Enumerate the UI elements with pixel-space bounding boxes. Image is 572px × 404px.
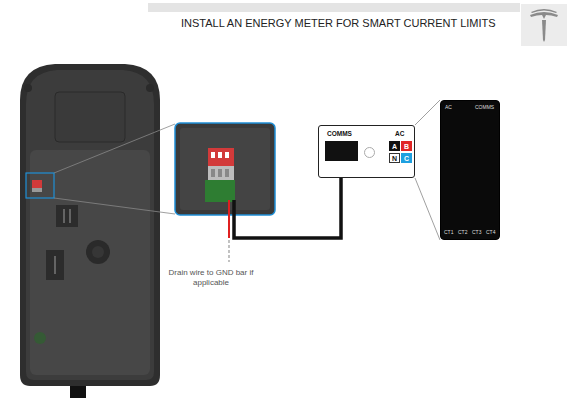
header-band [148, 3, 520, 12]
zoom-line [415, 100, 440, 125]
node-text: N [390, 154, 399, 162]
indicator-circle [364, 147, 375, 158]
terminal-c: C [401, 153, 412, 163]
comms-port [325, 141, 358, 161]
tesla-logo [530, 9, 558, 42]
drain-leader [228, 240, 229, 262]
page-title: INSTALL AN ENERGY METER FOR SMART CURREN… [181, 18, 496, 29]
meter-enlarged: AC COMMS CT1 CT2 CT3 CT4 [440, 100, 500, 240]
node-text: CT2 [458, 230, 467, 235]
node-text: CT3 [472, 230, 481, 235]
drain-wire [228, 200, 230, 238]
node-text: AC [445, 105, 452, 110]
node-text: CT1 [444, 230, 453, 235]
wall-connector [20, 64, 175, 398]
terminal-b: B [401, 141, 412, 151]
node-text: A [390, 142, 399, 150]
logo-panel [521, 4, 567, 46]
node-text: CT4 [486, 230, 495, 235]
node-text: COMMS [475, 105, 494, 110]
energy-meter: COMMS AC ABNC [318, 125, 415, 178]
node-text: C [402, 154, 411, 162]
note-label: Drain wire to GND bar if applicable [163, 268, 259, 288]
zoom-line [415, 178, 440, 240]
node-text: AC [395, 131, 404, 138]
node-text: COMMS [327, 131, 352, 138]
terminal-a: A [389, 141, 400, 151]
node-text: B [402, 142, 411, 150]
connector-inset [175, 123, 275, 215]
terminal-n: N [389, 153, 400, 163]
